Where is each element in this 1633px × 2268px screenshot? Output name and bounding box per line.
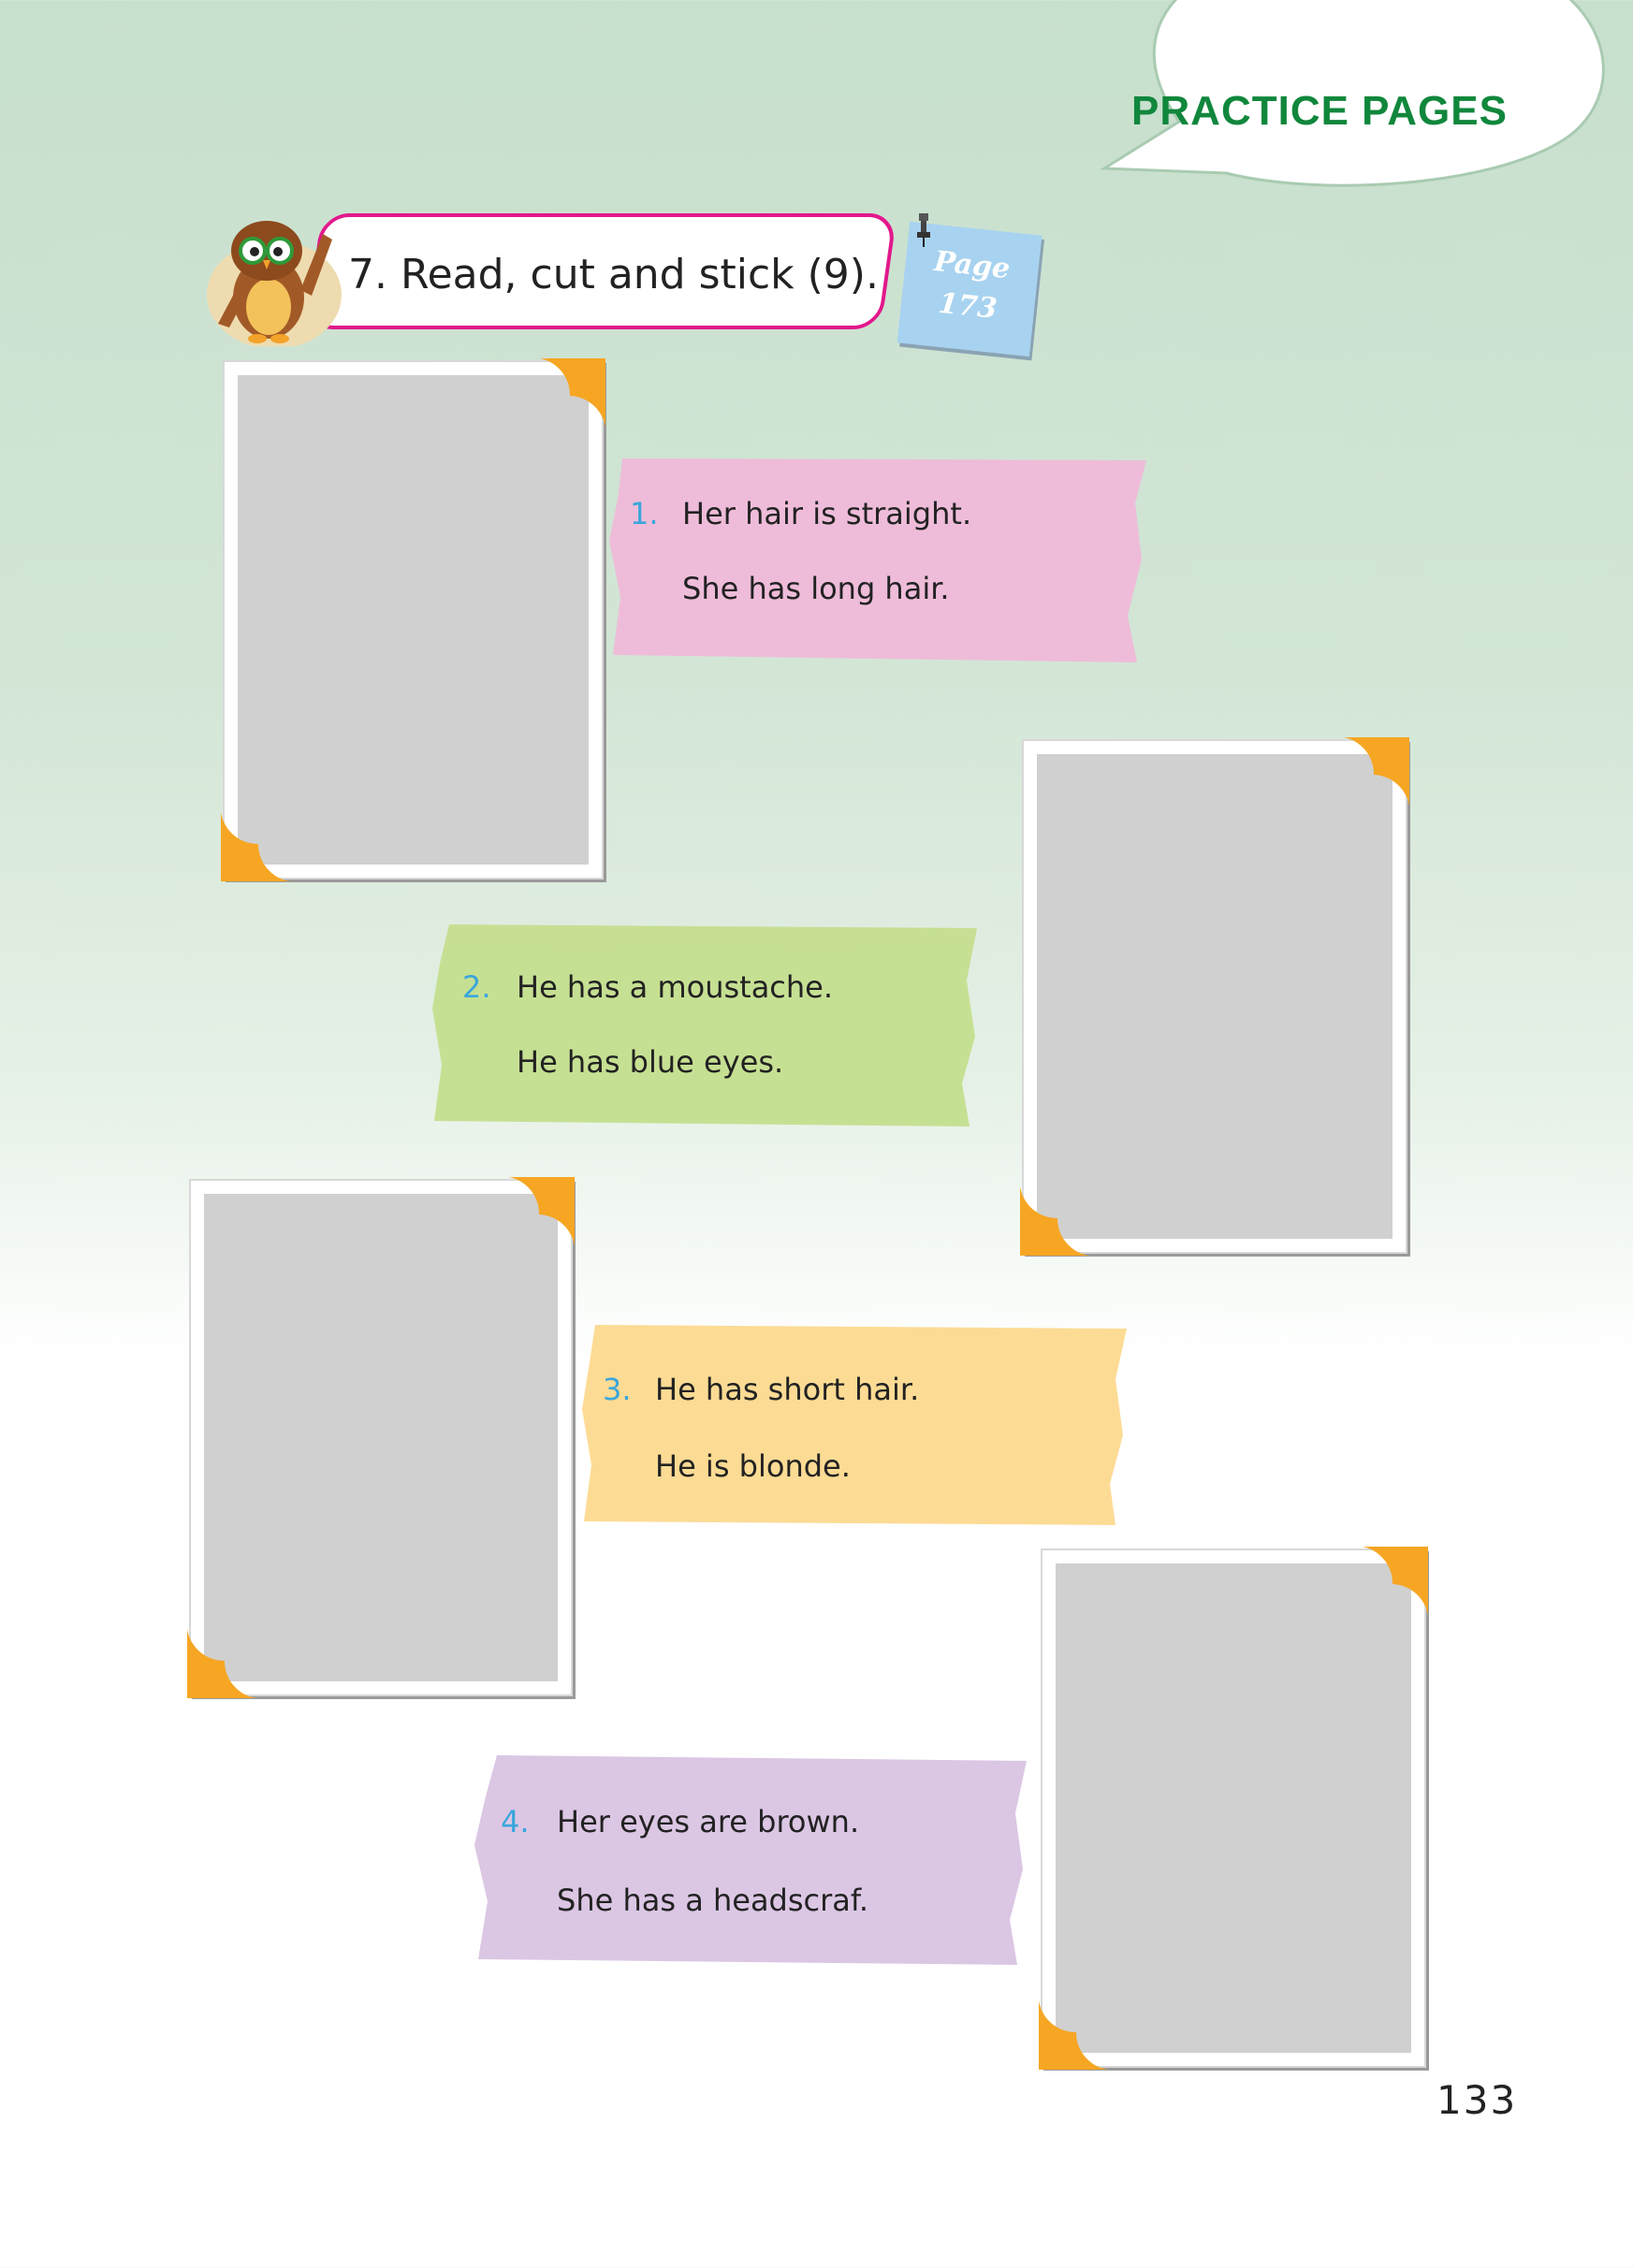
sentence-card-4: 4. Her eyes are brown. She has a headscr…: [473, 1750, 1030, 1970]
photo-placeholder: [238, 375, 589, 865]
pushpin-icon: [917, 213, 930, 247]
photo-corner-icon: [1039, 1989, 1119, 2070]
sentence-line-1: He has a moustache.: [517, 969, 834, 1005]
photo-corner-icon: [494, 1177, 575, 1258]
item-number: 2.: [462, 969, 491, 1005]
crayon-swatch: [432, 924, 977, 1127]
photo-corner-icon: [1329, 737, 1409, 818]
photo-frame-3[interactable]: [187, 1177, 575, 1698]
photo-placeholder: [1037, 754, 1392, 1239]
item-number: 3.: [603, 1372, 632, 1407]
photo-corner-icon: [525, 358, 605, 439]
sentence-line-1: He has short hair.: [655, 1372, 920, 1407]
item-number: 4.: [501, 1804, 530, 1839]
sentence-line-2: He is blonde.: [655, 1448, 851, 1484]
sentence-card-2: 2. He has a moustache. He has blue eyes.: [429, 915, 983, 1132]
sentence-line-2: He has blue eyes.: [517, 1044, 784, 1080]
page-number: 133: [1436, 2077, 1518, 2123]
photo-corner-icon: [1020, 1175, 1101, 1256]
photo-placeholder: [204, 1194, 558, 1681]
sentence-line-1: Her hair is straight.: [682, 496, 972, 531]
photo-corner-icon: [221, 801, 301, 881]
speech-bubble: [1100, 0, 1605, 187]
photo-placeholder: [1056, 1563, 1411, 2053]
photo-frame-4[interactable]: [1039, 1547, 1428, 2070]
sentence-card-3: 3. He has short hair. He is blonde.: [580, 1317, 1130, 1531]
section-title: PRACTICE PAGES: [1131, 88, 1508, 134]
sentence-card-1: 1. Her hair is straight. She has long ha…: [604, 447, 1156, 672]
item-number: 1.: [630, 496, 659, 531]
crayon-swatch: [609, 458, 1146, 662]
exercise-title: 7. Read, cut and stick (9).: [348, 251, 879, 298]
photo-frame-1[interactable]: [221, 358, 605, 881]
sentence-line-2: She has a headscraf.: [557, 1883, 868, 1918]
sentence-line-1: Her eyes are brown.: [557, 1804, 860, 1839]
photo-corner-icon: [187, 1618, 268, 1698]
sentence-line-2: She has long hair.: [682, 571, 950, 606]
crayon-swatch: [582, 1325, 1127, 1525]
photo-corner-icon: [1348, 1547, 1428, 1627]
photo-frame-2[interactable]: [1020, 737, 1409, 1256]
owl-mascot-icon: [207, 221, 342, 346]
crayon-swatch: [474, 1755, 1027, 1965]
